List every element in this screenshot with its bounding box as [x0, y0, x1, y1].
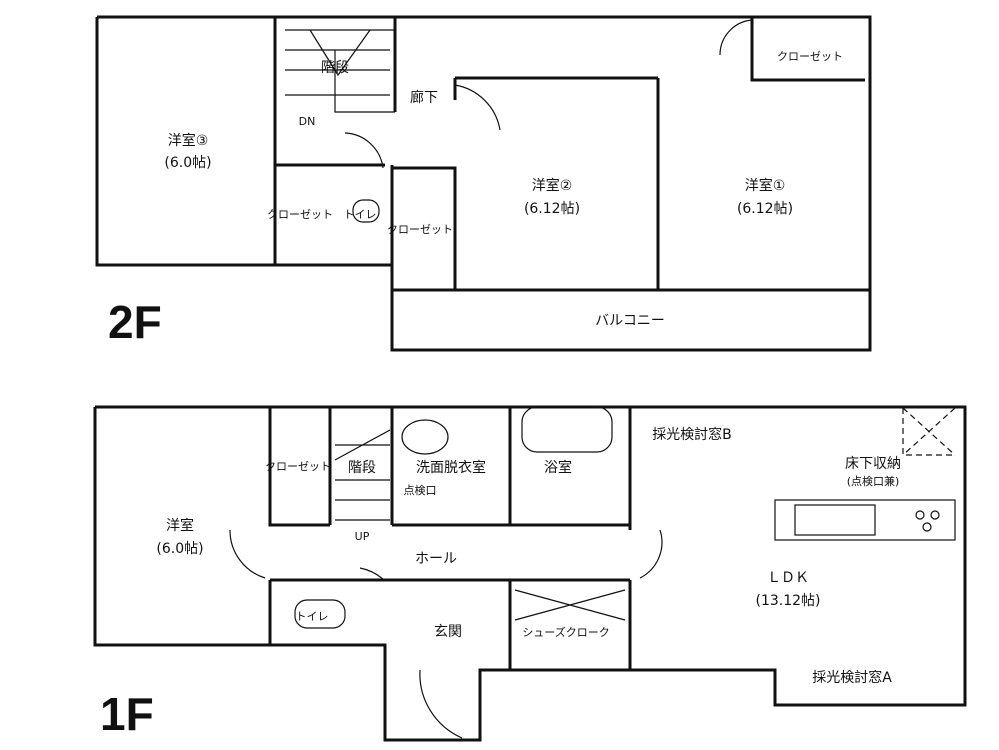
room-hallway: 廊下	[410, 89, 438, 106]
2f-toilet-fixture	[352, 199, 380, 223]
1f-inner-walls	[268, 407, 632, 670]
label-dn: DN	[299, 115, 316, 128]
1f-toilet-fixture	[294, 599, 346, 629]
room-western3: 洋室③	[168, 132, 209, 149]
room-western1: 洋室①	[745, 177, 786, 194]
2f-stairs-treads	[285, 29, 395, 113]
1f-door-arcs	[229, 529, 663, 739]
room-western3-size: (6.0帖)	[164, 155, 211, 171]
room-western1-size: (6.12帖)	[737, 201, 793, 217]
label-light-window-a: 採光検討窓A	[812, 669, 892, 686]
room-balcony: バルコニー	[595, 313, 665, 329]
2f-outer-wall	[95, 15, 872, 352]
1f-kitchen-counter	[774, 499, 956, 541]
label-up: UP	[355, 530, 370, 543]
1f-shoe-closet-cross	[514, 589, 626, 621]
room-stairs-2f: 階段	[321, 60, 349, 76]
room-stairs-1f: 階段	[348, 460, 376, 476]
room-toilet-1f: トイレ	[296, 610, 329, 623]
1f-bathtub	[521, 406, 613, 453]
floor-1f: 1F 洋室 (6.0帖) クローゼット 階段 UP 洗面脱衣室 点検口 浴室 採…	[93, 405, 967, 742]
room-western2-size: (6.12帖)	[524, 201, 580, 217]
room-shoe-closet: シューズクローク	[522, 625, 609, 639]
room-closet-1f: クローゼット	[265, 460, 331, 473]
room-closet-mid: クローゼット	[387, 223, 453, 236]
2f-inner-walls	[273, 17, 865, 290]
1f-stove-burner	[930, 510, 940, 520]
label-light-window-b: 採光検討窓B	[652, 426, 732, 443]
room-washroom: 洗面脱衣室	[416, 459, 486, 476]
label-inspection: 点検口	[404, 483, 437, 497]
room-closet-top: クローゼット	[777, 50, 843, 63]
room-western: 洋室	[166, 517, 194, 534]
1f-stove-burner	[915, 510, 925, 520]
1f-stove-burner	[922, 522, 932, 532]
1f-outer-wall	[93, 405, 967, 742]
2f-door-arcs	[344, 19, 753, 169]
floor-label-1f: 1F	[100, 688, 154, 740]
room-ldk: ＬＤＫ	[767, 570, 809, 586]
room-closet-left: クローゼット	[267, 208, 333, 221]
floor-2f: 2F 洋室③ (6.0帖) 階段 DN 廊下 洋室② (6.12帖) 洋室① (…	[95, 15, 872, 352]
room-bath: 浴室	[544, 459, 572, 476]
1f-sink-fixture	[401, 419, 449, 455]
1f-kitchen-sink	[794, 504, 876, 536]
1f-underfloor-storage-outline	[902, 407, 956, 456]
label-underfloor-storage: 床下収納	[845, 456, 901, 472]
room-western-size: (6.0帖)	[156, 541, 203, 557]
floor-label-2f: 2F	[108, 296, 162, 348]
label-underfloor-note: (点検口兼)	[847, 474, 900, 488]
room-western2: 洋室②	[532, 177, 573, 194]
room-toilet-2f: トイレ	[344, 208, 377, 221]
room-ldk-size: (13.12帖)	[755, 593, 820, 609]
room-hall: ホール	[415, 551, 457, 567]
1f-stairs-treads	[334, 429, 391, 521]
room-entrance: 玄関	[434, 623, 462, 640]
